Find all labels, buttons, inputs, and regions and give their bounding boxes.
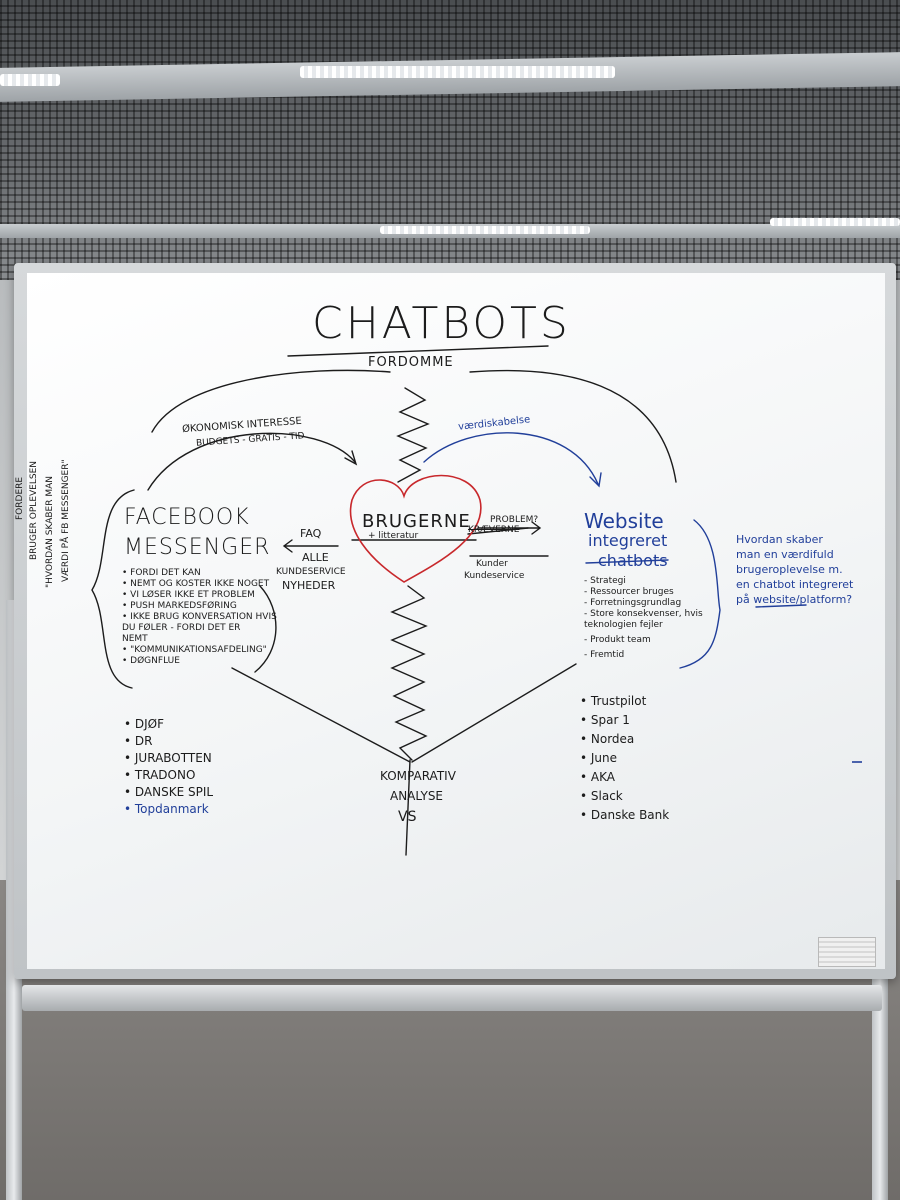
manufacturer-sticker	[818, 937, 876, 967]
whiteboard-surface	[27, 273, 885, 969]
faq-label: FAQ	[300, 527, 322, 540]
kunder-crossed-label: KRÆVERNE	[468, 525, 520, 535]
list-item: • DJØF	[124, 717, 165, 731]
side-note-line-1: FORDERE	[15, 476, 25, 520]
kundeservice-right-label: Kundeservice	[464, 571, 525, 581]
arc-economic	[147, 432, 356, 491]
side-note-line-4: VÆRDI PÅ FB MESSENGER"	[61, 459, 71, 582]
right-bracket	[679, 519, 721, 669]
left-bracket	[91, 489, 135, 689]
arc-right-top	[469, 369, 677, 483]
list-item: • DØGNFLUE	[122, 656, 180, 666]
question-line: man en værdifuld	[736, 548, 834, 561]
diagonal-left	[231, 667, 411, 763]
zigzag-top	[396, 387, 430, 483]
list-item: - Ressourcer bruges	[584, 587, 674, 597]
center-vertical-line	[405, 759, 411, 856]
problem-label: PROBLEM?	[490, 515, 539, 525]
center-sub: + litteratur	[368, 531, 419, 541]
integreret-title: integreret	[588, 531, 668, 550]
list-item: • DR	[124, 734, 153, 748]
kunder-label: Kunder	[476, 559, 508, 569]
chatbots-title: chatbots	[598, 551, 668, 570]
messenger-title: MESSENGER	[124, 535, 271, 560]
list-item: • FORDI DET KAN	[122, 568, 201, 578]
list-item: • NEMT OG KOSTER IKKE NOGET	[122, 579, 270, 589]
comparative-label: KOMPARATIV	[380, 769, 456, 783]
nyheder-label: NYHEDER	[282, 579, 336, 592]
website-title: Website	[584, 509, 664, 533]
ceiling-light-strip-lower	[380, 226, 590, 234]
list-item: - Fremtid	[584, 650, 625, 660]
list-item: DU FØLER - FORDI DET ER	[122, 623, 241, 633]
arc-left-top	[151, 369, 391, 433]
arc-value-arrow	[423, 432, 599, 485]
marker-tray	[22, 985, 882, 1011]
list-item: - Strategi	[584, 576, 626, 586]
list-item: • Topdanmark	[124, 802, 209, 816]
arrow-problem	[477, 521, 542, 535]
kundeservice-label: KUNDESERVICE	[276, 567, 346, 577]
analysis-label: ANALYSE	[390, 789, 444, 803]
ceiling-light-strip	[300, 66, 615, 78]
list-item: - Produkt team	[584, 635, 651, 645]
research-question: Hvordan skaber man en værdifuld brugerop…	[736, 532, 853, 607]
center-brugerne: BRUGERNE	[362, 511, 471, 532]
question-line: Hvordan skaber	[736, 533, 823, 546]
arrow-faq	[282, 539, 339, 553]
left-box-right-edge	[254, 585, 277, 673]
diagonal-right	[411, 663, 577, 763]
list-item: • Spar 1	[580, 713, 630, 727]
facebook-title: FACEBOOK	[124, 505, 250, 530]
list-item: - Forretningsgrundlag	[584, 598, 682, 608]
heart-shape	[349, 474, 482, 583]
list-item: • Trustpilot	[580, 694, 647, 708]
list-item: • VI LØSER IKKE ET PROBLEM	[122, 590, 255, 600]
list-item: • IKKE BRUG KONVERSATION HVIS	[122, 612, 277, 622]
list-item: • "KOMMUNIKATIONSAFDELING"	[122, 645, 267, 655]
list-item: • DANSKE SPIL	[124, 785, 214, 799]
side-note-line-3: "HVORDAN SKABER MAN	[45, 475, 55, 588]
list-item: teknologien fejler	[584, 620, 663, 630]
board-subtitle: FORDOMME	[368, 355, 454, 370]
alle-label: ALLE	[302, 551, 329, 564]
left-company-list: • DJØF • DR • JURABOTTEN • TRADONO • DAN…	[124, 716, 213, 818]
list-item: NEMT	[122, 634, 148, 644]
ceiling-light-strip-left	[0, 74, 60, 86]
strike-kunder	[467, 527, 529, 535]
list-item: • JURABOTTEN	[124, 751, 212, 765]
arc-economic-arrowhead	[344, 450, 358, 466]
list-item: • Slack	[580, 789, 623, 803]
question-line: brugeroplevelse m.	[736, 563, 843, 576]
title-underline	[287, 345, 549, 357]
question-underline	[755, 604, 807, 608]
list-item: • June	[580, 751, 618, 765]
vs-label: VS	[398, 809, 417, 825]
list-item: • Danske Bank	[580, 808, 670, 822]
list-item: • TRADONO	[124, 768, 196, 782]
list-item: • Nordea	[580, 732, 635, 746]
right-company-list: • Trustpilot • Spar 1 • Nordea • June • …	[580, 692, 669, 825]
side-note-line-2: BRUGER OPLEVELSEN	[29, 461, 39, 560]
question-line: en chatbot integreret	[736, 578, 854, 591]
website-bullet-list: - Strategi - Ressourcer bruges - Forretn…	[584, 576, 703, 661]
ceiling-light-strip-right	[770, 218, 900, 226]
list-item: • PUSH MARKEDSFØRING	[122, 601, 237, 611]
question-line: på website/platform?	[736, 593, 853, 606]
website-underline	[585, 559, 669, 564]
facebook-bullet-list: • FORDI DET KAN • NEMT OG KOSTER IKKE NO…	[122, 568, 277, 667]
board-title: CHATBOTS	[312, 298, 571, 349]
arc-value-arrowhead	[589, 472, 602, 488]
list-item: • AKA	[580, 770, 615, 784]
list-item: - Store konsekvenser, hvis	[584, 609, 703, 619]
zigzag-bottom	[390, 585, 428, 761]
